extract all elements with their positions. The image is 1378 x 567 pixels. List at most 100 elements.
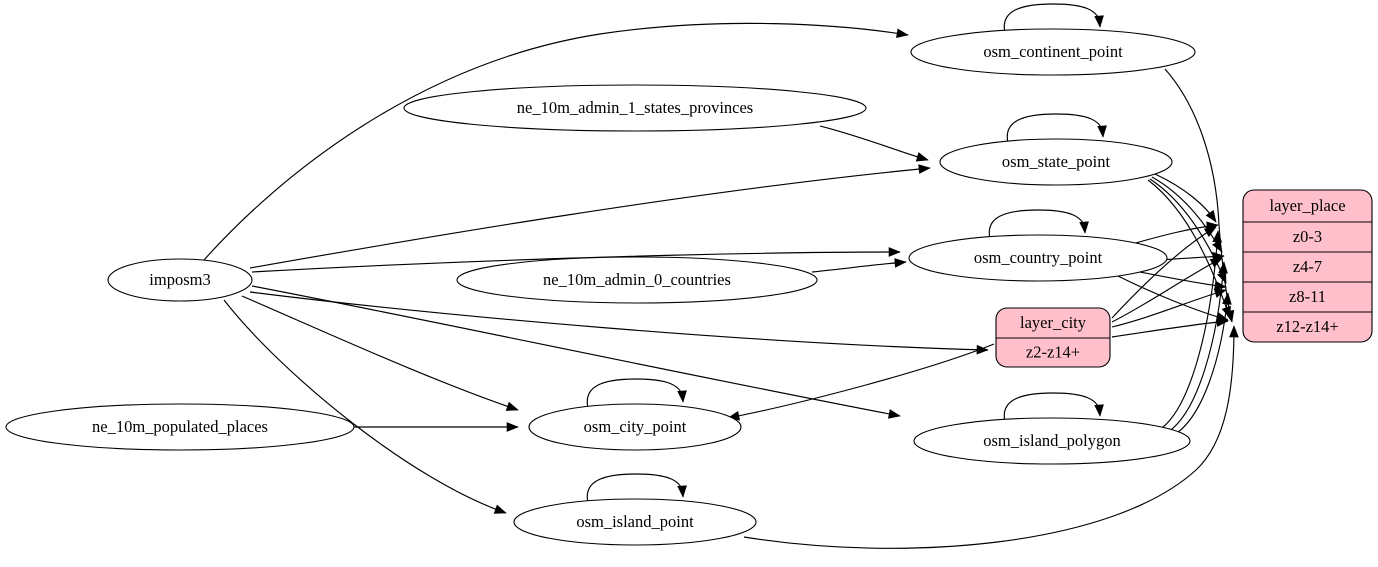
edge-arrowhead [493, 504, 507, 514]
node-osm_island_point[interactable]: osm_island_point [513, 498, 757, 546]
node-label: osm_island_point [576, 512, 694, 531]
node-shape-ellipse [107, 258, 253, 302]
edge-line [586, 473, 684, 504]
edge-arrowhead [1212, 230, 1223, 243]
node-osm_city_point[interactable]: osm_city_point [528, 403, 742, 451]
edge-arrowhead [915, 152, 929, 162]
edge-arrowhead [896, 28, 909, 39]
record-node-layer_place[interactable]: layer_place z0-3 z4-7 z8-11 z12-z14+ [1242, 189, 1373, 343]
node-ne_10m_admin_1_states_provinces[interactable]: ne_10m_admin_1_states_provinces [403, 84, 867, 132]
edge-osm_island_polygon-to-osm_island_polygon [1003, 392, 1104, 423]
record-row-layer_place_z12[interactable]: z12-z14+ [1276, 317, 1338, 336]
edge-ne_10m_admin_0_countries-to-osm_country_point [811, 258, 907, 273]
edge-arrowhead [1097, 125, 1107, 138]
edge-line [586, 378, 684, 409]
edge-osm_island_point-to-layer_place_z12 [743, 325, 1239, 549]
edge-arrowhead [1222, 292, 1232, 305]
edge-osm_state_point-to-layer_place_z0_3 [1154, 173, 1217, 223]
edge-imposm3-to-osm_island_point [223, 299, 507, 514]
edge-arrowhead [887, 409, 901, 419]
node-label: osm_state_point [1002, 152, 1111, 171]
node-osm_island_polygon[interactable]: osm_island_polygon [913, 417, 1191, 465]
edge-layer_city-to-layer_place_z0_3 [1111, 226, 1217, 319]
node-label: ne_10m_admin_0_countries [543, 270, 731, 289]
node-shape-ellipse [456, 256, 818, 304]
node-label: ne_10m_admin_1_states_provinces [517, 98, 753, 117]
node-osm_continent_point[interactable]: osm_continent_point [910, 28, 1196, 76]
node-ne_10m_admin_0_countries[interactable]: ne_10m_admin_0_countries [456, 256, 818, 304]
node-osm_country_point[interactable]: osm_country_point [908, 234, 1168, 282]
edge-layer_city-to-osm_city_point [727, 343, 995, 421]
edge-line [1124, 224, 1219, 247]
edge-line [1171, 292, 1229, 437]
edge-osm_country_point-to-layer_place_z8_11 [1139, 271, 1227, 291]
node-shape-ellipse [913, 417, 1191, 465]
edge-arrowhead [677, 485, 687, 498]
edge-arrowhead [1229, 325, 1239, 338]
node-shape-ellipse [528, 403, 742, 451]
edge-ne_10m_admin_1_states_provinces-to-osm_state_point [819, 125, 929, 162]
edge-line [819, 125, 929, 161]
edges-layer [203, 3, 1239, 549]
nodes-layer: imposm3 ne_10m_populated_places ne_10m_adm… [5, 28, 1196, 546]
node-label: osm_island_polygon [983, 431, 1121, 450]
node-osm_state_point[interactable]: osm_state_point [939, 138, 1173, 186]
node-label: osm_city_point [584, 417, 687, 436]
edge-osm_state_point-to-osm_state_point [1006, 113, 1107, 144]
edge-arrowhead [1203, 226, 1217, 237]
record-box [1242, 189, 1373, 343]
edge-arrowhead [1205, 209, 1217, 223]
record-row-layer_place_title[interactable]: layer_place [1269, 196, 1345, 215]
edge-imposm3-to-osm_city_point [241, 295, 519, 411]
record-row-layer_place_z0_3[interactable]: z0-3 [1293, 227, 1322, 246]
edge-imposm3-to-osm_island_polygon [251, 285, 901, 419]
edge-layer_city-to-layer_place_z8_11 [1111, 288, 1227, 328]
node-shape-ellipse [513, 498, 757, 546]
edge-arrowhead [1216, 317, 1229, 327]
edge-line [249, 167, 931, 269]
edge-line [1167, 261, 1225, 433]
edge-osm_continent_point-to-osm_continent_point [1003, 3, 1104, 34]
edge-arrowhead [677, 390, 687, 403]
edge-line [1117, 275, 1229, 321]
node-shape-ellipse [908, 234, 1168, 282]
edge-arrowhead [1094, 404, 1104, 417]
record-row-layer_city_title[interactable]: layer_city [1020, 313, 1087, 332]
node-label: osm_country_point [974, 248, 1103, 267]
edge-line [1161, 230, 1219, 429]
edge-arrowhead [976, 344, 989, 355]
edge-arrowhead [918, 164, 931, 174]
edge-line [1111, 226, 1217, 319]
node-shape-ellipse [910, 28, 1196, 76]
edge-line [1003, 3, 1101, 34]
node-label: osm_continent_point [983, 42, 1123, 61]
node-ne_10m_populated_places[interactable]: ne_10m_populated_places [5, 403, 355, 451]
edge-arrowhead [1079, 221, 1089, 234]
edge-line [743, 325, 1235, 549]
record-row-layer_place_z4_7[interactable]: z4-7 [1293, 257, 1322, 276]
record-row-layer_city_z2[interactable]: z2-z14+ [1026, 342, 1080, 361]
edge-arrowhead [1213, 288, 1227, 298]
edge-osm_island_polygon-to-layer_place_z8_11 [1171, 292, 1232, 437]
edge-line [251, 285, 901, 417]
edge-line [1111, 257, 1223, 323]
records-layer: layer_city z2-z14+ layer_place z0-3 z4-7 z8-1… [995, 189, 1373, 368]
node-shape-ellipse [5, 403, 355, 451]
edge-line [1006, 113, 1104, 144]
edge-osm_country_point-to-osm_country_point [988, 209, 1089, 240]
node-shape-ellipse [403, 84, 867, 132]
record-row-layer_place_z8_11[interactable]: z8-11 [1289, 287, 1326, 306]
edge-line [241, 295, 519, 411]
record-node-layer_city[interactable]: layer_city z2-z14+ [995, 307, 1111, 368]
edge-arrowhead [505, 401, 519, 411]
edge-line [1003, 392, 1101, 423]
edge-line [1111, 320, 1229, 338]
edge-layer_city-to-layer_place_z12 [1111, 317, 1229, 338]
node-imposm3[interactable]: imposm3 [107, 258, 253, 302]
edge-arrowhead [1218, 261, 1228, 274]
edge-line [811, 261, 907, 273]
edge-osm_island_polygon-to-layer_place_z4_7 [1167, 261, 1228, 433]
edge-arrowhead [506, 422, 519, 432]
